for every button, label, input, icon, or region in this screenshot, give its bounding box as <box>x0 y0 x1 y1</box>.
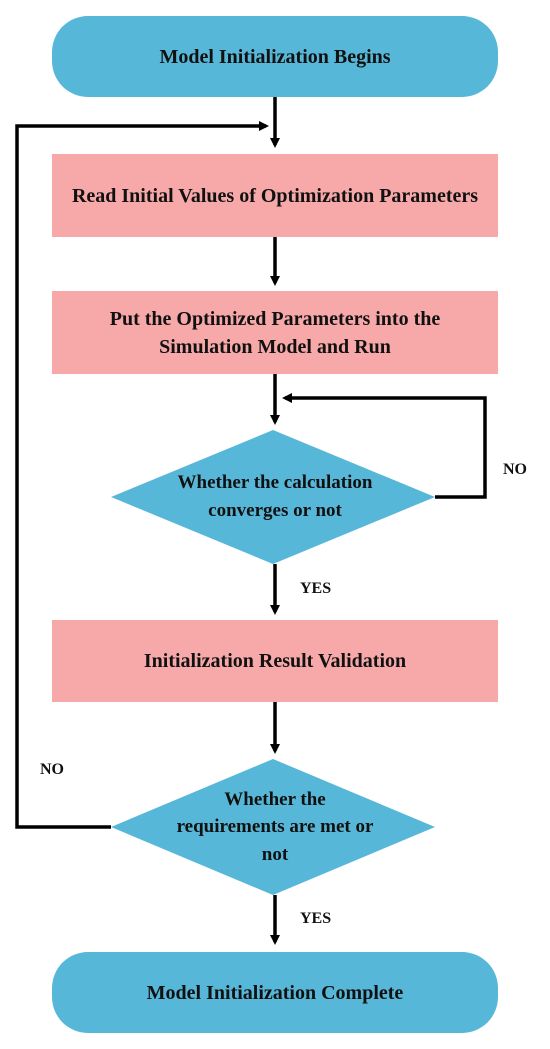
requirements-no-label: NO <box>40 761 64 778</box>
end-terminal-label: Model Initialization Complete <box>146 981 404 1004</box>
converge-decision-label: Whether the calculation converges or not <box>177 472 373 521</box>
put-params-label: Put the Optimized Parameters into the Si… <box>109 307 441 358</box>
start-terminal: Model Initialization Begins <box>52 16 498 97</box>
converge-no-label: NO <box>503 461 527 478</box>
requirements-decision-diamond <box>111 759 435 895</box>
arrow-requirements-no-loop <box>15 121 269 829</box>
put-params-process: Put the Optimized Parameters into the Si… <box>52 291 498 374</box>
converge-decision-text: Whether the calculation converges or not <box>173 445 377 549</box>
converge-yes-label: YES <box>300 580 332 597</box>
validation-label: Initialization Result Validation <box>143 650 407 672</box>
requirements-decision-label: Whether the requirements are met or not <box>176 788 374 865</box>
arrow-converge-no-loop <box>282 393 487 499</box>
read-params-process: Read Initial Values of Optimization Para… <box>52 154 498 237</box>
requirements-yes-label: YES <box>300 910 332 927</box>
end-terminal: Model Initialization Complete <box>52 952 498 1033</box>
converge-decision-diamond <box>111 430 435 564</box>
validation-process: Initialization Result Validation <box>52 620 498 702</box>
requirements-decision-text: Whether the requirements are met or not <box>173 775 377 879</box>
read-params-label: Read Initial Values of Optimization Para… <box>71 184 479 207</box>
start-terminal-label: Model Initialization Begins <box>159 45 391 68</box>
